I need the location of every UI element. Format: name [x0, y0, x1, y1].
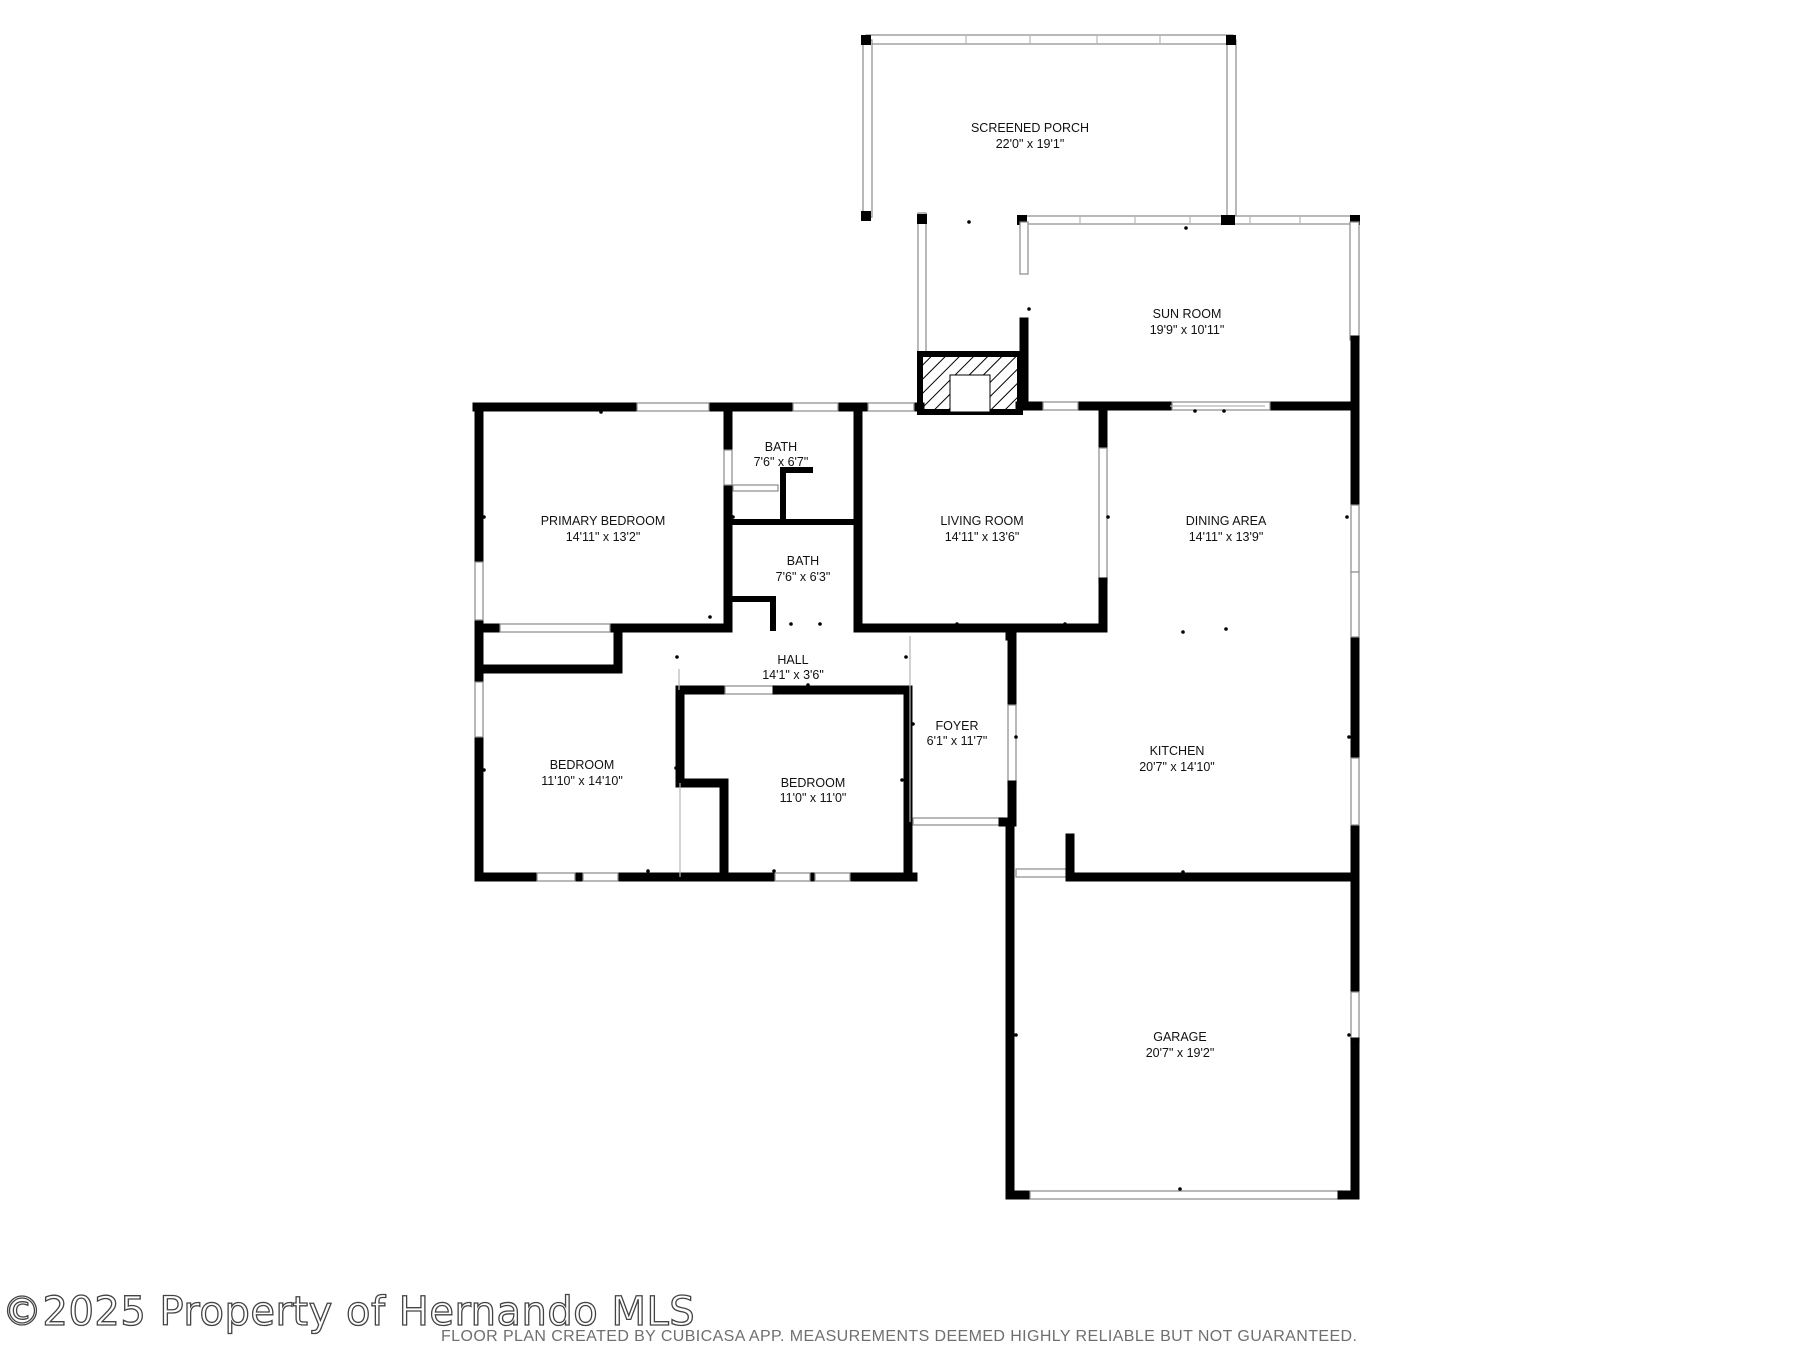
- room-name: SUN ROOM: [1153, 307, 1222, 321]
- room-dimensions: 7'6" x 6'7": [754, 455, 809, 469]
- room-label-bath-2: BATH 7'6" x 6'3": [776, 554, 831, 584]
- sun-room-walls: [1017, 215, 1360, 411]
- room-label-garage: GARAGE 20'7" x 19'2": [1146, 1030, 1215, 1060]
- room-dimensions: 14'11" x 13'6": [945, 530, 1020, 544]
- room-name: FOYER: [935, 719, 978, 733]
- room-label-sun-room: SUN ROOM 19'9" x 10'11": [1150, 307, 1225, 337]
- room-dimensions: 14'11" x 13'9": [1189, 530, 1264, 544]
- room-dimensions: 11'10" x 14'10": [541, 774, 623, 788]
- room-name: BEDROOM: [781, 776, 846, 790]
- opening-lines: [678, 405, 1265, 877]
- room-label-bedroom-1: BEDROOM 11'10" x 14'10": [541, 758, 623, 788]
- room-dimensions: 14'11" x 13'2": [566, 530, 641, 544]
- room-dimensions: 7'6" x 6'3": [776, 570, 831, 584]
- room-dimensions: 22'0" x 19'1": [996, 137, 1065, 151]
- room-dimensions: 20'7" x 14'10": [1139, 760, 1215, 774]
- screened-porch-walls: [861, 34, 1237, 354]
- room-label-bath-1: BATH 7'6" x 6'7": [754, 440, 809, 469]
- room-dimensions: 20'7" x 19'2": [1146, 1046, 1215, 1060]
- room-name: LIVING ROOM: [940, 514, 1023, 528]
- room-name: PRIMARY BEDROOM: [541, 514, 666, 528]
- room-dimensions: 11'0" x 11'0": [780, 791, 847, 805]
- room-label-screened-porch: SCREENED PORCH 22'0" x 19'1": [971, 121, 1089, 151]
- room-name: GARAGE: [1153, 1030, 1207, 1044]
- room-label-foyer: FOYER 6'1" x 11'7": [927, 719, 988, 748]
- room-name: HALL: [777, 653, 808, 667]
- room-label-bedroom-2: BEDROOM 11'0" x 11'0": [780, 776, 847, 805]
- room-label-primary-bedroom: PRIMARY BEDROOM 14'11" x 13'2": [541, 514, 666, 544]
- disclaimer-text: FLOOR PLAN CREATED BY CUBICASA APP. MEAS…: [441, 1328, 1358, 1345]
- room-name: DINING AREA: [1186, 514, 1267, 528]
- copyright-watermark: ©2025 Property of Hernando MLS: [1, 1288, 696, 1335]
- room-dimensions: 19'9" x 10'11": [1150, 323, 1225, 337]
- room-label-kitchen: KITCHEN 20'7" x 14'10": [1139, 744, 1215, 774]
- room-label-dining-area: DINING AREA 14'11" x 13'9": [1186, 514, 1267, 544]
- room-name: SCREENED PORCH: [971, 121, 1089, 135]
- room-name: KITCHEN: [1150, 744, 1205, 758]
- room-name: BATH: [787, 554, 819, 568]
- door-markers: [482, 220, 1351, 1191]
- room-label-hall: HALL 14'1" x 3'6": [762, 653, 824, 682]
- room-dimensions: 14'1" x 3'6": [762, 668, 824, 682]
- room-dimensions: 6'1" x 11'7": [927, 734, 988, 748]
- room-name: BEDROOM: [550, 758, 615, 772]
- room-name: BATH: [765, 440, 797, 454]
- fireplace: [917, 351, 1023, 415]
- room-label-living-room: LIVING ROOM 14'11" x 13'6": [940, 514, 1023, 544]
